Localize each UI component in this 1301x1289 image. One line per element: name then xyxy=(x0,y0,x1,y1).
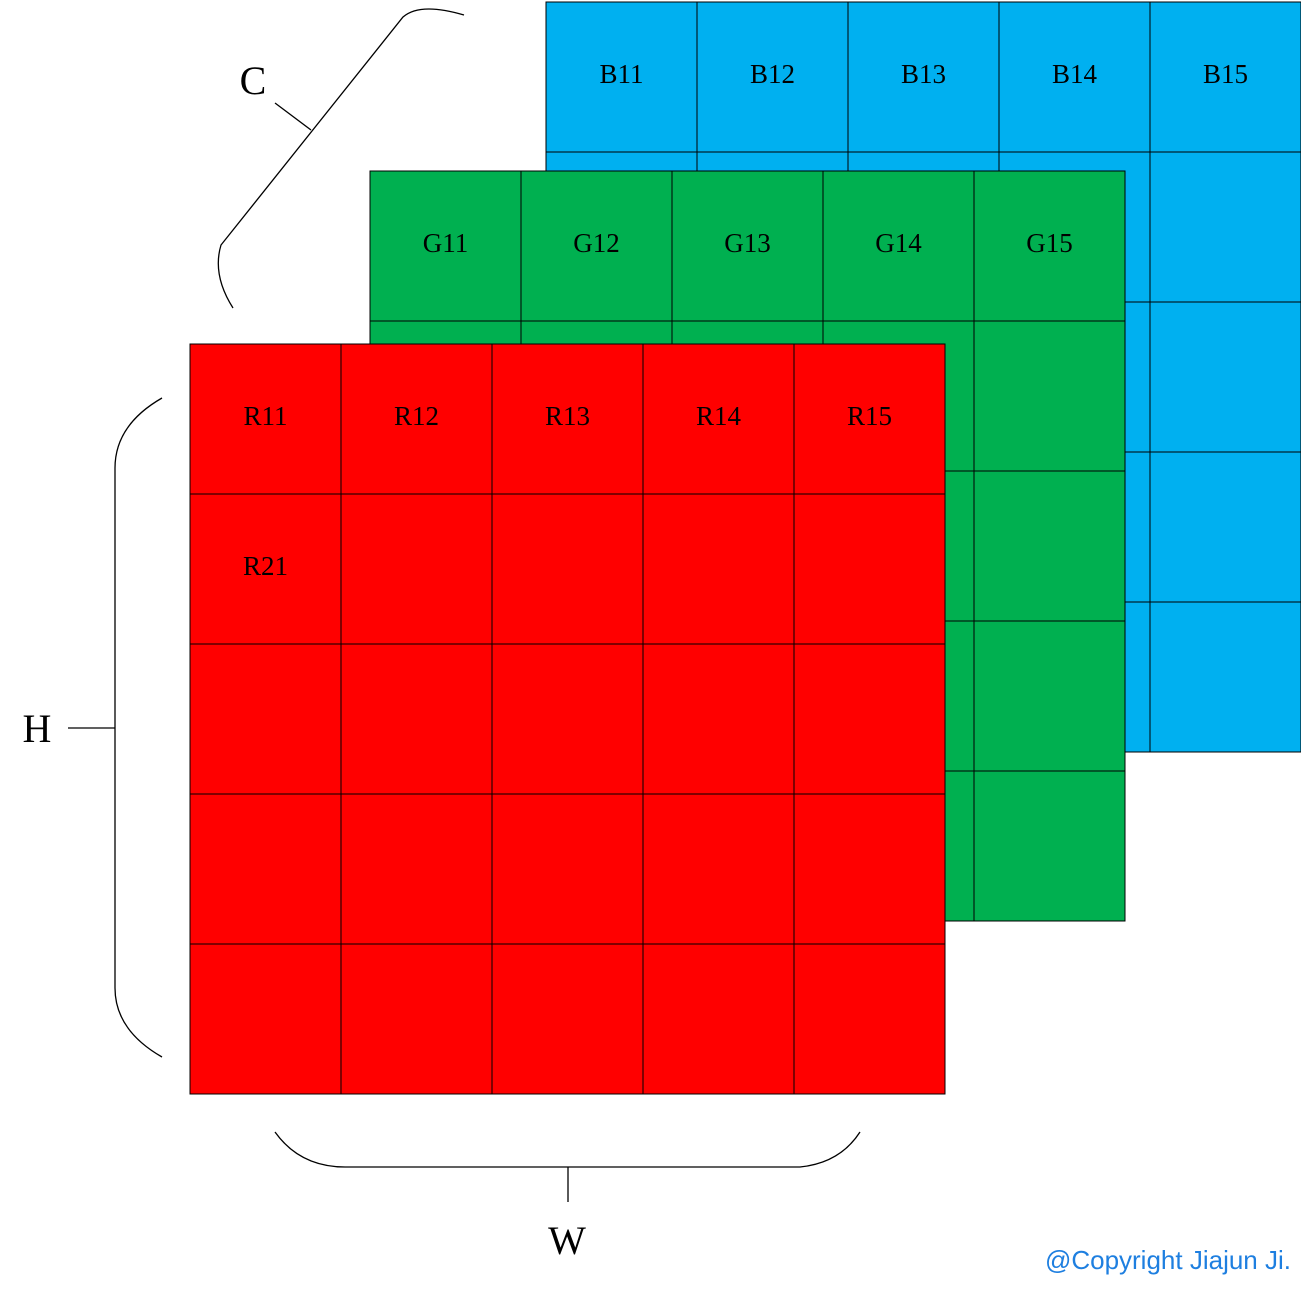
channel-brace xyxy=(217,8,465,309)
blue-channel-cell-1-2 xyxy=(696,1,849,153)
red-channel-cell-5-4 xyxy=(642,943,795,1095)
blue-channel-cell-2-5 xyxy=(1149,151,1301,303)
green-channel-cell-label: G11 xyxy=(423,228,469,258)
green-channel-cell-label: G13 xyxy=(724,228,771,258)
red-channel-cell-5-3 xyxy=(491,943,644,1095)
blue-channel-cell-4-5 xyxy=(1149,451,1301,603)
channel-label: C xyxy=(240,58,267,103)
green-channel-cell-2-5 xyxy=(973,320,1126,472)
red-channel-cell-2-3 xyxy=(491,493,644,645)
red-channel-cell-3-4 xyxy=(642,643,795,795)
red-channel-cell-4-2 xyxy=(340,793,493,945)
red-channel-cell-label: R15 xyxy=(847,401,892,431)
red-channel-cell-4-1 xyxy=(189,793,342,945)
red-channel-cell-5-5 xyxy=(793,943,946,1095)
copyright-watermark: @Copyright Jiajun Ji. xyxy=(1044,1245,1291,1275)
green-channel-cell-5-5 xyxy=(973,770,1126,922)
height-label: H xyxy=(23,706,52,751)
red-channel-cell-4-4 xyxy=(642,793,795,945)
width-brace xyxy=(274,1131,861,1202)
blue-channel-cell-3-5 xyxy=(1149,301,1301,453)
green-channel-cell-1-1 xyxy=(369,170,522,322)
red-channel-cell-5-1 xyxy=(189,943,342,1095)
red-channel-cell-3-5 xyxy=(793,643,946,795)
red-channel-cell-label: R21 xyxy=(243,551,288,581)
blue-channel-cell-5-5 xyxy=(1149,601,1301,753)
width-label: W xyxy=(548,1218,586,1263)
red-channel-cell-label: R12 xyxy=(394,401,439,431)
red-channel-cell-2-4 xyxy=(642,493,795,645)
blue-channel-cell-1-5 xyxy=(1149,1,1301,153)
green-channel-cell-1-5 xyxy=(973,170,1126,322)
blue-channel-cell-label: B11 xyxy=(599,59,643,89)
red-channel-cell-label: R11 xyxy=(243,401,287,431)
red-channel-cell-label: R13 xyxy=(545,401,590,431)
red-channel-cell-3-2 xyxy=(340,643,493,795)
red-channel-cell-4-5 xyxy=(793,793,946,945)
blue-channel-cell-label: B15 xyxy=(1203,59,1248,89)
red-channel-cell-2-5 xyxy=(793,493,946,645)
red-channel-cell-1-5 xyxy=(793,343,946,495)
red-channel-cell-1-3 xyxy=(491,343,644,495)
green-channel-cell-3-5 xyxy=(973,470,1126,622)
blue-channel-cell-label: B13 xyxy=(901,59,946,89)
green-channel-cell-4-5 xyxy=(973,620,1126,772)
red-channel-cell-2-1 xyxy=(189,493,342,645)
red-channel-cell-2-2 xyxy=(340,493,493,645)
blue-channel-cell-label: B12 xyxy=(750,59,795,89)
red-channel-cell-3-1 xyxy=(189,643,342,795)
green-channel-cell-1-3 xyxy=(671,170,824,322)
red-channel-cell-4-3 xyxy=(491,793,644,945)
red-channel-cell-label: R14 xyxy=(696,401,742,431)
green-channel-cell-label: G14 xyxy=(875,228,922,258)
blue-channel-cell-1-1 xyxy=(545,1,698,153)
blue-channel-cell-1-3 xyxy=(847,1,1000,153)
red-channel-cell-5-2 xyxy=(340,943,493,1095)
red-channel-cell-1-1 xyxy=(189,343,342,495)
red-channel-cell-1-2 xyxy=(340,343,493,495)
blue-channel-cell-label: B14 xyxy=(1052,59,1098,89)
red-channel-cell-3-3 xyxy=(491,643,644,795)
green-channel-cell-label: G12 xyxy=(573,228,620,258)
red-channel-cell-1-4 xyxy=(642,343,795,495)
green-channel-cell-label: G15 xyxy=(1026,228,1073,258)
height-brace xyxy=(68,397,163,1058)
